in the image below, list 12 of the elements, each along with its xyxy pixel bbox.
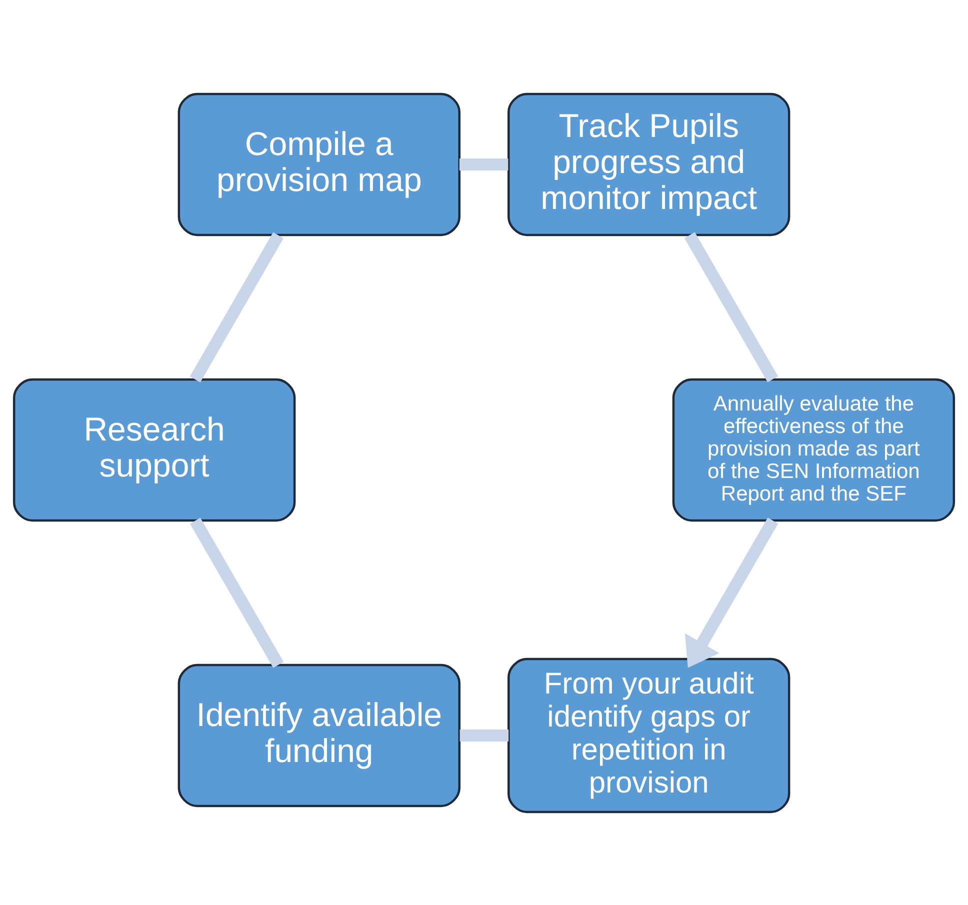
node-box: Annually evaluate the effectiveness of the provision made as part of the SEN Information Report and the SEF bbox=[672, 378, 956, 522]
connector bbox=[190, 232, 284, 382]
node-box: Compile a provision map bbox=[178, 92, 460, 236]
node-box: From your audit identify gaps or repetition in provision bbox=[508, 657, 790, 813]
node-box: Track Pupils progress and monitor impact bbox=[508, 92, 790, 236]
connector bbox=[459, 158, 508, 170]
arrow bbox=[684, 517, 778, 668]
connector bbox=[460, 729, 509, 742]
node-box: Research support bbox=[12, 378, 296, 522]
connector bbox=[190, 517, 284, 668]
connector bbox=[684, 232, 778, 382]
node-box: Identify available funding bbox=[178, 663, 460, 807]
